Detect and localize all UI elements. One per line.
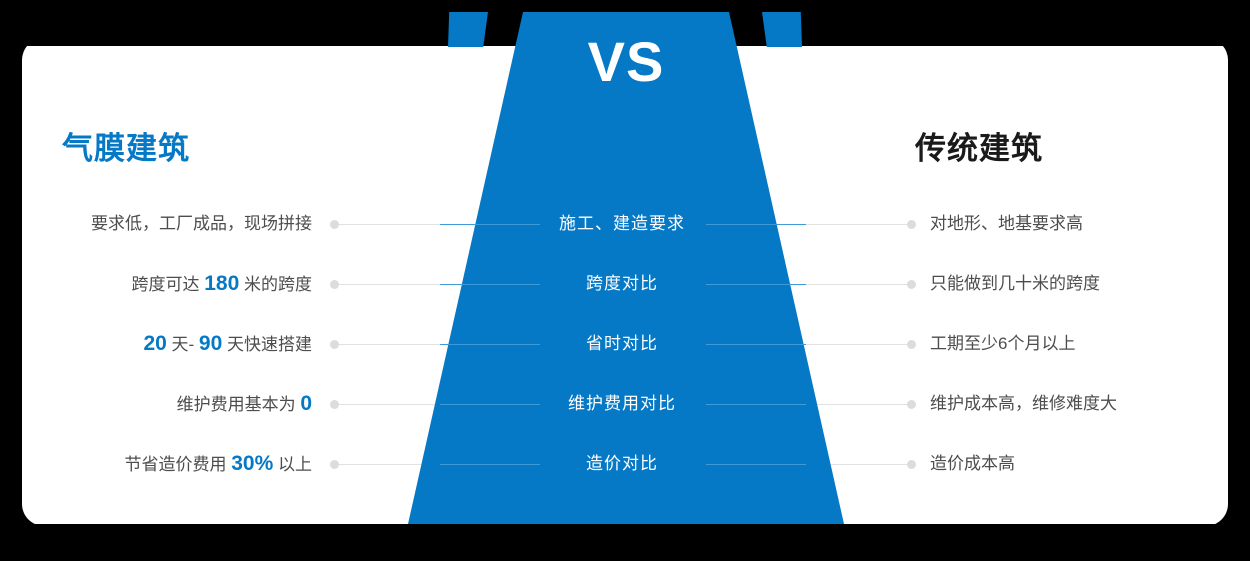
connector-line-left-inner bbox=[440, 344, 540, 345]
connector-line-right bbox=[725, 284, 908, 285]
center-category-label: 造价对比 bbox=[586, 454, 658, 473]
left-text-segment: 30% bbox=[231, 452, 274, 475]
connector-dot-right bbox=[907, 400, 916, 409]
left-text-segment: 天- bbox=[166, 335, 199, 354]
connector-dot-left bbox=[330, 280, 339, 289]
comparison-row: 节省造价费用 30% 以上 造价对比 造价成本高 bbox=[0, 452, 1250, 476]
center-category-label: 施工、建造要求 bbox=[559, 214, 685, 233]
right-feature-text: 工期至少6个月以上 bbox=[930, 332, 1075, 356]
left-feature-text: 维护费用基本为 0 bbox=[177, 392, 312, 417]
connector-dot-right bbox=[907, 220, 916, 229]
left-text-segment: 节省造价费用 bbox=[124, 455, 232, 474]
connector-dot-left bbox=[330, 340, 339, 349]
top-tab-left bbox=[448, 12, 488, 47]
connector-dot-left bbox=[330, 460, 339, 469]
connector-line-left-inner bbox=[440, 464, 540, 465]
left-feature-text: 跨度可达 180 米的跨度 bbox=[131, 272, 312, 297]
left-feature-text: 节省造价费用 30% 以上 bbox=[125, 452, 313, 477]
right-text-segment: 对地形、地基要求高 bbox=[930, 214, 1083, 233]
left-text-segment: 20 bbox=[143, 332, 167, 355]
right-feature-text: 只能做到几十米的跨度 bbox=[930, 272, 1100, 296]
right-text-segment: 只能做到几十米的跨度 bbox=[930, 274, 1100, 293]
left-feature-text: 20 天- 90 天快速搭建 bbox=[143, 332, 312, 357]
center-category-label: 维护费用对比 bbox=[568, 394, 676, 413]
left-text-segment: 维护费用基本为 bbox=[176, 395, 301, 414]
right-feature-text: 造价成本高 bbox=[930, 452, 1015, 476]
top-tab-right bbox=[762, 12, 802, 47]
bottom-band bbox=[0, 524, 1250, 561]
left-column-heading: 气膜建筑 bbox=[62, 131, 190, 166]
connector-line-right-inner bbox=[706, 224, 806, 225]
left-text-segment: 180 bbox=[204, 272, 240, 295]
left-text-segment: 90 bbox=[198, 332, 223, 355]
connector-line-left bbox=[339, 284, 519, 285]
connector-line-left bbox=[339, 404, 519, 405]
connector-line-left bbox=[339, 224, 519, 225]
right-text-segment: 维护成本高，维修难度大 bbox=[930, 394, 1117, 413]
connector-line-right-inner bbox=[706, 464, 806, 465]
left-text-segment: 米的跨度 bbox=[239, 275, 312, 294]
connector-dot-right bbox=[907, 340, 916, 349]
connector-dot-right bbox=[907, 460, 916, 469]
connector-dot-left bbox=[330, 220, 339, 229]
comparison-row: 维护费用基本为 0 维护费用对比 维护成本高，维修难度大 bbox=[0, 392, 1250, 416]
connector-dot-left bbox=[330, 400, 339, 409]
right-feature-text: 对地形、地基要求高 bbox=[930, 212, 1083, 236]
left-text-segment: 天快速搭建 bbox=[222, 335, 312, 354]
right-text-segment: 工期至少6个月以上 bbox=[930, 334, 1076, 353]
comparison-row: 20 天- 90 天快速搭建 省时对比 工期至少6个月以上 bbox=[0, 332, 1250, 356]
connector-line-left-inner bbox=[440, 224, 540, 225]
left-text-segment: 0 bbox=[300, 392, 312, 415]
right-text-segment: 造价成本高 bbox=[930, 454, 1015, 473]
center-category-label: 省时对比 bbox=[586, 334, 658, 353]
connector-dot-right bbox=[907, 280, 916, 289]
right-column-heading: 传统建筑 bbox=[915, 131, 1043, 166]
center-category-label: 跨度对比 bbox=[586, 274, 658, 293]
comparison-row: 跨度可达 180 米的跨度 跨度对比 只能做到几十米的跨度 bbox=[0, 272, 1250, 296]
right-feature-text: 维护成本高，维修难度大 bbox=[930, 392, 1117, 416]
comparison-row: 要求低，工厂成品，现场拼接 施工、建造要求 对地形、地基要求高 bbox=[0, 212, 1250, 236]
connector-line-right-inner bbox=[706, 284, 806, 285]
connector-line-left-inner bbox=[440, 404, 540, 405]
connector-line-right-inner bbox=[706, 344, 806, 345]
vs-label: VS bbox=[587, 30, 665, 93]
left-text-segment: 以上 bbox=[273, 455, 312, 474]
left-feature-text: 要求低，工厂成品，现场拼接 bbox=[91, 212, 312, 236]
connector-line-left-inner bbox=[440, 284, 540, 285]
left-text-segment: 要求低，工厂成品，现场拼接 bbox=[91, 214, 312, 233]
connector-line-left bbox=[339, 344, 519, 345]
connector-line-right bbox=[725, 344, 908, 345]
left-text-segment: 跨度可达 bbox=[131, 275, 205, 294]
connector-line-right-inner bbox=[706, 404, 806, 405]
connector-line-right bbox=[725, 224, 908, 225]
